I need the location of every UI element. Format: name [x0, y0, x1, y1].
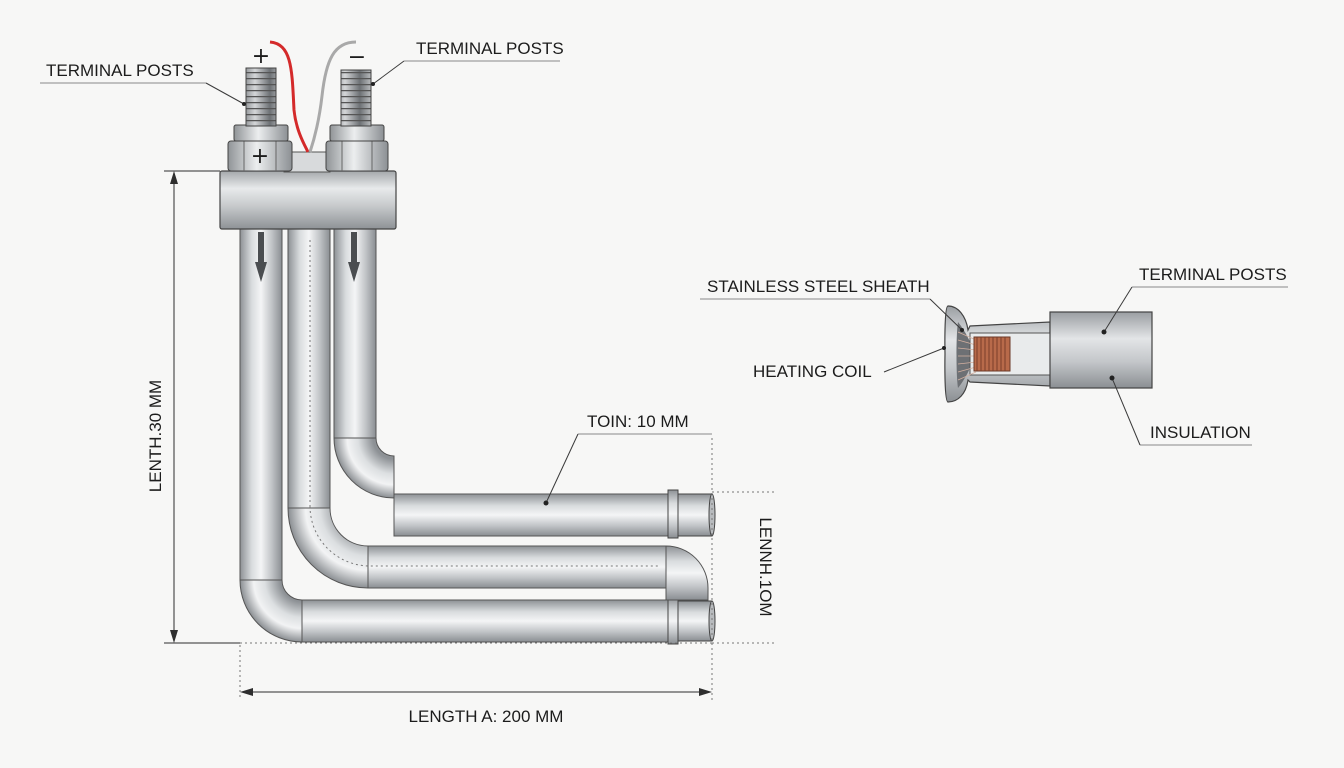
- callout-terminal-posts-left: TERMINAL POSTS: [40, 61, 246, 106]
- terminal-posts-detail-label: TERMINAL POSTS: [1139, 265, 1287, 284]
- height-dimension-label: LENTH.30 MM: [146, 380, 165, 492]
- negative-wire: [308, 40, 357, 153]
- callout-insulation: INSULATION: [1109, 375, 1252, 446]
- extension-lines: [239, 438, 774, 700]
- dimension-offset: LENNH.1OM: [756, 517, 775, 616]
- callout-tube-diameter: TOIN: 10 MM: [543, 412, 712, 506]
- terminal-posts-top-label: TERMINAL POSTS: [416, 39, 564, 58]
- length-dimension-label: LENGTH A: 200 MM: [409, 707, 564, 726]
- inner-tube: [333, 227, 716, 539]
- tube-diameter-label: TOIN: 10 MM: [587, 412, 689, 431]
- mounting-flange: [219, 170, 397, 230]
- stainless-steel-sheath-label: STAINLESS STEEL SHEATH: [707, 277, 930, 296]
- terminal-post-right: [325, 69, 389, 172]
- flow-arrows: [255, 232, 360, 282]
- cross-section-detail: [944, 305, 1153, 403]
- middle-tube: [287, 227, 709, 601]
- insulation-label: INSULATION: [1150, 423, 1251, 442]
- callout-heating-coil: HEATING COIL: [753, 346, 946, 381]
- heating-coil-label: HEATING COIL: [753, 362, 872, 381]
- heating-coil-section: [973, 336, 1011, 372]
- callout-terminal-posts-top: TERMINAL POSTS: [371, 39, 564, 86]
- negative-symbol: −: [348, 45, 366, 70]
- positive-nut-symbol: +: [251, 144, 269, 169]
- offset-dimension-label: LENNH.1OM: [756, 517, 775, 616]
- callout-terminal-posts-detail: TERMINAL POSTS: [1101, 265, 1288, 335]
- terminal-post-left: +: [227, 67, 293, 172]
- outer-tube: [239, 227, 716, 645]
- dimension-height: LENTH.30 MM: [146, 170, 240, 644]
- positive-wire: [269, 40, 310, 153]
- callout-stainless-steel-sheath: STAINLESS STEEL SHEATH: [700, 277, 964, 332]
- terminal-posts-left-label: TERMINAL POSTS: [46, 61, 194, 80]
- terminal-cylinder: [1049, 311, 1153, 389]
- main-heating-element: + + −: [219, 40, 716, 645]
- dimension-length: LENGTH A: 200 MM: [240, 688, 712, 726]
- positive-symbol: +: [252, 44, 270, 69]
